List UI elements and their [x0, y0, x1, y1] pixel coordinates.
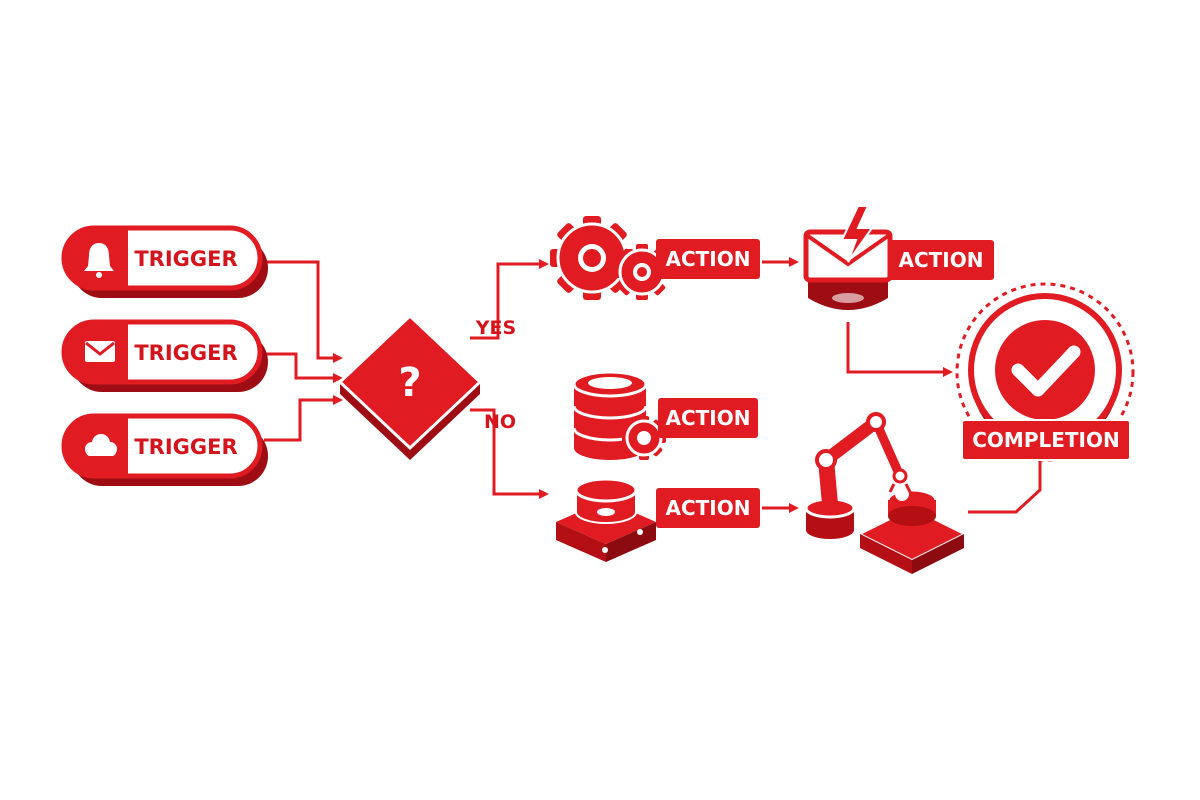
- action-mail[interactable]: ACTION: [803, 205, 994, 310]
- yes-label: YES: [475, 317, 516, 339]
- trigger-cloud[interactable]: TRIGGER: [61, 413, 268, 486]
- cloud-icon: [85, 434, 117, 456]
- action-label: ACTION: [899, 248, 984, 272]
- connector-no: [470, 408, 549, 499]
- connector-robot-to-completion: [968, 460, 1042, 514]
- connector-trigger-3: [264, 395, 343, 442]
- envelope-icon: [85, 341, 115, 362]
- database-gear-icon: [572, 370, 666, 460]
- action-robot[interactable]: [804, 412, 967, 574]
- trigger-label: TRIGGER: [134, 435, 237, 459]
- question-mark-icon: ?: [398, 360, 421, 406]
- trigger-label: TRIGGER: [134, 341, 237, 365]
- action-gears[interactable]: ACTION: [550, 216, 760, 300]
- action-device[interactable]: ACTION: [556, 477, 760, 562]
- trigger-label: TRIGGER: [134, 247, 237, 271]
- connector-trigger-2: [264, 352, 343, 383]
- connectors: [264, 257, 1042, 514]
- action-label: ACTION: [666, 406, 751, 430]
- trigger-envelope[interactable]: TRIGGER: [61, 319, 268, 392]
- robot-arm-icon: [804, 412, 967, 574]
- action-label: ACTION: [666, 496, 751, 520]
- connector-yes: [470, 259, 549, 340]
- completion-node[interactable]: COMPLETION: [955, 282, 1135, 462]
- trigger-bell[interactable]: TRIGGER: [61, 225, 268, 298]
- completion-label: COMPLETION: [972, 428, 1119, 452]
- device-icon: [556, 477, 656, 562]
- mail-lightning-icon: [803, 205, 893, 310]
- bell-icon: [84, 243, 114, 278]
- gears-icon: [550, 216, 670, 300]
- action-database[interactable]: ACTION: [572, 370, 758, 460]
- connector-trigger-1: [264, 260, 343, 363]
- decision-node[interactable]: ?: [337, 313, 483, 460]
- checkmark-icon: [1011, 345, 1081, 397]
- connector-mail-to-completion: [846, 322, 953, 377]
- no-label: NO: [484, 411, 516, 433]
- action-label: ACTION: [666, 247, 751, 271]
